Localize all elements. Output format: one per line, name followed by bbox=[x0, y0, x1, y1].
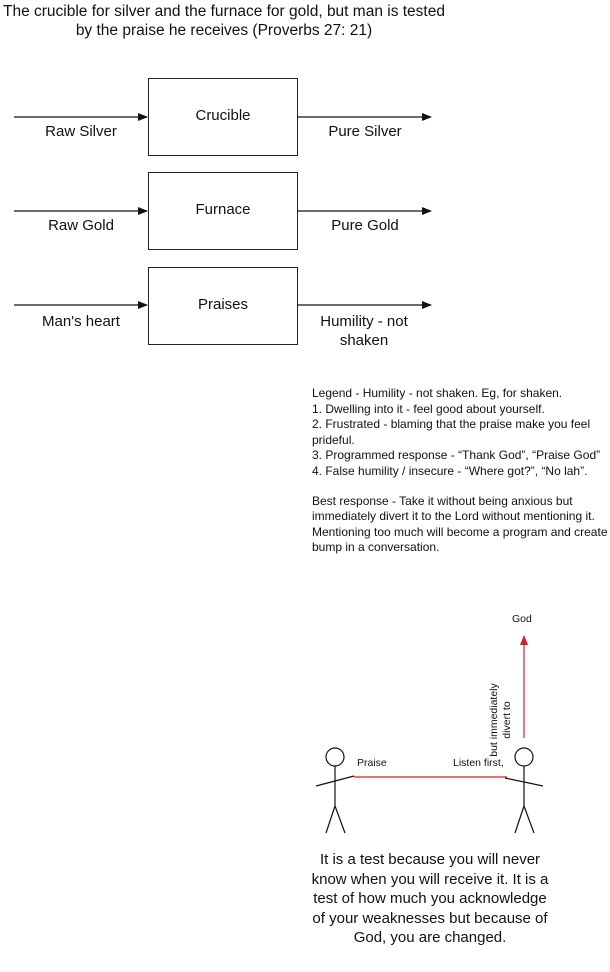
right-stick-figure bbox=[504, 747, 544, 834]
legend-line: 2. Frustrated - blaming that the praise … bbox=[312, 417, 591, 447]
mans-heart-label: Man's heart bbox=[42, 313, 120, 330]
pure-gold-label: Pure Gold bbox=[331, 217, 399, 234]
listen-first-label: Listen first, bbox=[453, 757, 504, 769]
legend-line: 4. False humility / insecure - “Where go… bbox=[312, 463, 588, 478]
legend-text: Legend - Humility - not shaken. Eg, for … bbox=[312, 386, 608, 556]
furnace-box: Furnace bbox=[148, 172, 298, 250]
raw-silver-label: Raw Silver bbox=[45, 123, 117, 140]
legend-line: 1. Dwelling into it - feel good about yo… bbox=[312, 401, 545, 416]
legend-line: Legend - Humility - not shaken. Eg, for … bbox=[312, 386, 563, 400]
legend-line: 3. Programmed response - “Thank God”, “P… bbox=[312, 448, 601, 463]
humility-label: Humility - not shaken bbox=[320, 313, 408, 349]
god-label: God bbox=[512, 613, 532, 625]
pure-silver-label: Pure Silver bbox=[328, 123, 402, 140]
praises-box: Praises bbox=[148, 267, 298, 345]
divert-label-line-1: but immediately bbox=[488, 683, 500, 757]
raw-gold-label: Raw Gold bbox=[48, 217, 114, 234]
left-stick-figure bbox=[315, 747, 355, 834]
crucible-box: Crucible bbox=[148, 78, 298, 156]
crucible-label: Crucible bbox=[195, 107, 251, 124]
praises-label: Praises bbox=[197, 296, 249, 313]
best-response-text: Best response - Take it without being an… bbox=[312, 493, 608, 555]
summary-text: It is a test because you will never know… bbox=[311, 851, 549, 946]
divert-label-line-2: divert to bbox=[501, 701, 513, 739]
diagram-title: The crucible for silver and the furnace … bbox=[3, 3, 445, 39]
furnace-label: Furnace bbox=[195, 201, 251, 218]
praise-label: Praise bbox=[357, 757, 387, 769]
